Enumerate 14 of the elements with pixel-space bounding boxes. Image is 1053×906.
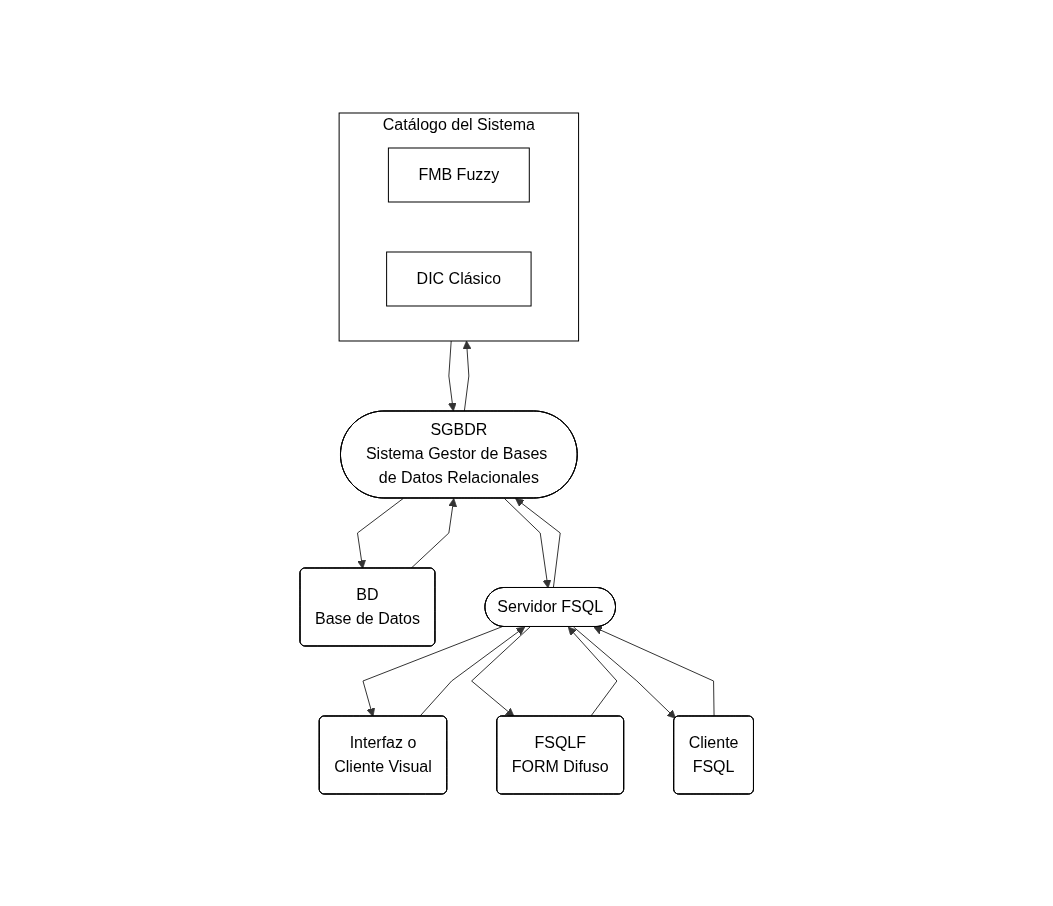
arrow <box>593 625 715 717</box>
arrow <box>362 625 503 717</box>
arrow <box>567 626 618 717</box>
node-box: FMB Fuzzy <box>387 147 530 202</box>
arrow <box>410 497 457 569</box>
arrow <box>447 340 457 411</box>
arrow <box>462 340 472 411</box>
arrow <box>356 497 404 569</box>
arrow <box>470 626 531 717</box>
arrow <box>514 497 561 588</box>
arrow <box>503 497 552 588</box>
arrow <box>418 626 525 717</box>
node-box: DIC Clásico <box>385 251 532 306</box>
arrow <box>572 626 676 719</box>
